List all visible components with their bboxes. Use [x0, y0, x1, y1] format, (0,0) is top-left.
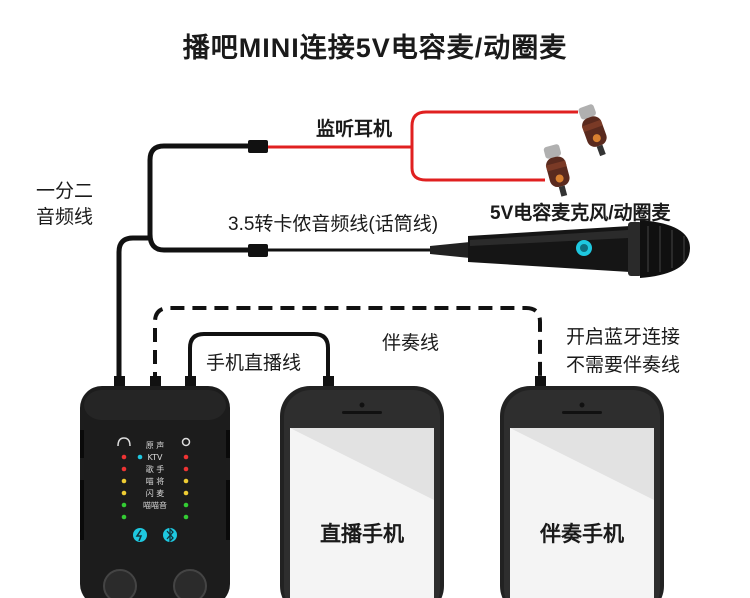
power-button[interactable] — [133, 528, 147, 542]
mic-cable-label: 3.5转卡侬音频线(话筒线) — [228, 214, 439, 235]
mode-label: 闪 麦 — [146, 488, 165, 498]
mode-label: 喵 将 — [146, 476, 165, 486]
microphone-label: 5V电容麦克风/动圈麦 — [490, 203, 671, 224]
mode-label: KTV — [148, 453, 164, 462]
earphones-label: 监听耳机 — [316, 119, 393, 140]
accompany-plug-device — [150, 376, 161, 390]
left-knob[interactable] — [103, 569, 137, 598]
earphone-cable — [268, 110, 578, 182]
headphone-icon — [117, 437, 131, 447]
accompany-phone-label: 伴奏手机 — [540, 523, 624, 546]
live-plug-device — [185, 376, 196, 390]
splitter-label-line2: 音频线 — [36, 207, 94, 228]
right-knob[interactable] — [173, 569, 207, 598]
page-title: 播吧MINI连接5V电容麦/动圈麦 — [182, 33, 568, 63]
live-phone-label: 直播手机 — [320, 523, 404, 546]
splitter-plug-top — [248, 140, 268, 153]
splitter-plug-device — [114, 376, 125, 390]
live-plug-phone — [323, 376, 334, 390]
mode-indicator — [137, 454, 143, 460]
bluetooth-note-line2: 不需要伴奏线 — [566, 355, 681, 376]
mic-small-icon — [181, 437, 191, 447]
splitter-label-line1: 一分二 — [36, 181, 94, 202]
splitter-cable-lower — [147, 233, 250, 253]
accompany-plug-phone — [535, 376, 546, 390]
sound-card-device: 原 声 KTV 歌 手 喵 将 闪 麦 喵喵音 — [80, 386, 230, 598]
accompany-cable — [153, 306, 542, 386]
microphone-icon — [430, 220, 690, 278]
mode-label: 原 声 — [146, 440, 165, 450]
splitter-plug-bottom — [248, 244, 268, 257]
live-phone — [280, 386, 444, 598]
bluetooth-note-line1: 开启蓝牙连接 — [566, 327, 681, 348]
accompany-phone — [500, 386, 664, 598]
mode-label: 歌 手 — [146, 464, 165, 474]
mode-label: 喵喵音 — [143, 500, 167, 510]
accompany-cable-label: 伴奏线 — [382, 333, 440, 354]
live-phone-cable — [188, 332, 330, 386]
live-cable-label: 手机直播线 — [206, 353, 302, 374]
earphones-icon — [543, 104, 607, 197]
